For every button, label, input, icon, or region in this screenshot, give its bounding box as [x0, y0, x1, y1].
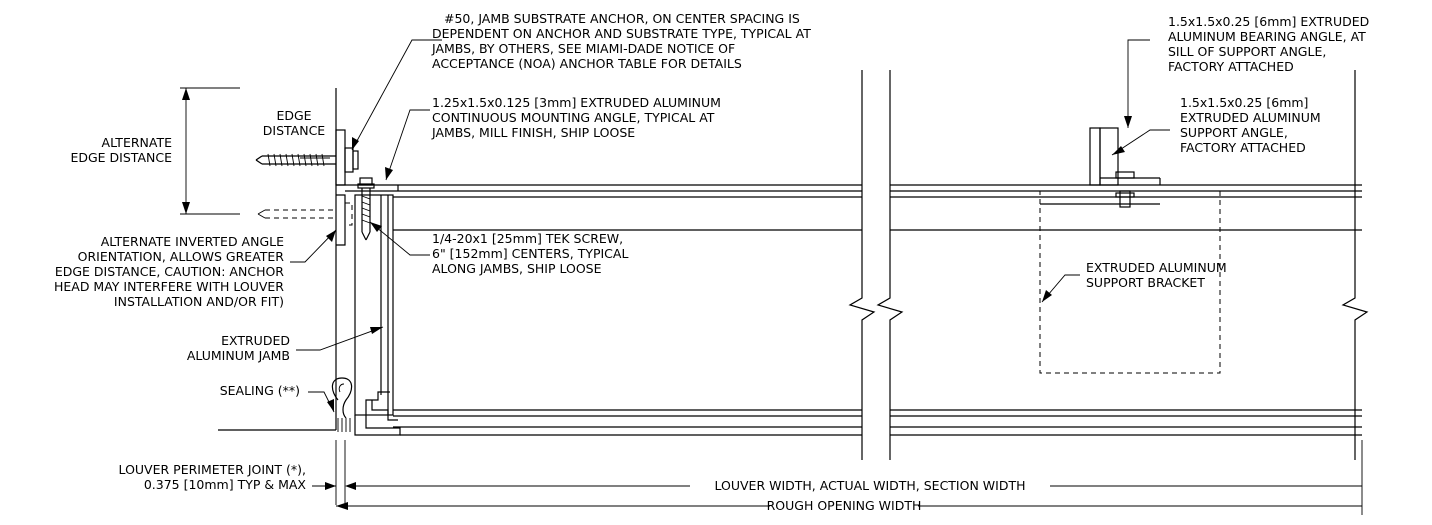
rough-opening-width-label: ROUGH OPENING WIDTH [767, 498, 922, 513]
bearing-angle-line-3: SILL OF SUPPORT ANGLE, [1168, 44, 1326, 59]
inverted-angle-line-4: HEAD MAY INTERFERE WITH LOUVER [54, 279, 284, 294]
width-dimensions [312, 440, 1363, 515]
alt-edge-distance-dimension [180, 87, 240, 215]
support-angle-line-4: FACTORY ATTACHED [1180, 140, 1306, 155]
support-bracket-outline [1039, 190, 1221, 374]
inverted-angle-line-1: ALTERNATE INVERTED ANGLE [101, 234, 284, 249]
mounting-angle-line-2: CONTINUOUS MOUNTING ANGLE, TYPICAL AT [432, 110, 715, 125]
alt-edge-distance-line-2: EDGE DISTANCE [70, 150, 172, 165]
mounting-angle-line-3: JAMBS, MILL FINISH, SHIP LOOSE [431, 125, 635, 140]
note-jamb: EXTRUDED ALUMINUM JAMB [187, 333, 290, 363]
note-tek-screw: 1/4-20x1 [25mm] TEK SCREW, 6" [152mm] CE… [432, 231, 628, 276]
aluminum-jamb [331, 194, 401, 436]
note-inverted-angle: ALTERNATE INVERTED ANGLE ORIENTATION, AL… [54, 234, 284, 309]
support-angle-line-3: SUPPORT ANGLE, [1180, 125, 1288, 140]
perimeter-joint-line-1: LOUVER PERIMETER JOINT (*), [119, 462, 306, 477]
tek-screw-line-3: ALONG JAMBS, SHIP LOOSE [432, 261, 602, 276]
anchor-note-line-4: ACCEPTANCE (NOA) ANCHOR TABLE FOR DETAIL… [432, 56, 742, 71]
tek-screw-line-2: 6" [152mm] CENTERS, TYPICAL [432, 246, 628, 261]
bearing-angle-line-2: ALUMINUM BEARING ANGLE, AT [1168, 29, 1366, 44]
support-angle-line-2: EXTRUDED ALUMINUM [1180, 110, 1321, 125]
tek-screw-line-1: 1/4-20x1 [25mm] TEK SCREW, [432, 231, 623, 246]
note-anchor: #50, JAMB SUBSTRATE ANCHOR, ON CENTER SP… [431, 11, 811, 71]
note-perimeter-joint: LOUVER PERIMETER JOINT (*), 0.375 [10mm]… [119, 462, 307, 492]
anchor-note-line-3: JAMBS, BY OTHERS, SEE MIAMI-DADE NOTICE … [431, 41, 735, 56]
inverted-angle-line-5: INSTALLATION AND/OR FIT) [114, 294, 284, 309]
note-edge-distance: EDGE DISTANCE [263, 108, 326, 138]
note-alt-edge-distance: ALTERNATE EDGE DISTANCE [70, 135, 172, 165]
jamb-line-1: EXTRUDED [221, 333, 290, 348]
note-bearing-angle: 1.5x1.5x0.25 [6mm] EXTRUDED ALUMINUM BEA… [1168, 14, 1369, 74]
alt-edge-distance-line-1: ALTERNATE [102, 135, 173, 150]
louver-width-dimension-label: LOUVER WIDTH, ACTUAL WIDTH, SECTION WIDT… [714, 478, 1025, 493]
jamb-line-2: ALUMINUM JAMB [187, 348, 290, 363]
inverted-angle-line-2: ORIENTATION, ALLOWS GREATER [78, 249, 285, 264]
inverted-angle-line-3: EDGE DISTANCE, CAUTION: ANCHOR [55, 264, 284, 279]
substrate-anchor [255, 147, 359, 173]
support-angle-line-1: 1.5x1.5x0.25 [6mm] [1180, 95, 1308, 110]
sealing-note: SEALING (**) [220, 383, 300, 398]
bearing-angle-line-1: 1.5x1.5x0.25 [6mm] EXTRUDED [1168, 14, 1369, 29]
note-support-bracket: EXTRUDED ALUMINUM SUPPORT BRACKET [1086, 260, 1227, 290]
note-mounting-angle: 1.25x1.5x0.125 [3mm] EXTRUDED ALUMINUM C… [431, 95, 721, 140]
support-bracket-line-2: SUPPORT BRACKET [1086, 275, 1205, 290]
mounting-angle-line-1: 1.25x1.5x0.125 [3mm] EXTRUDED ALUMINUM [432, 95, 721, 110]
support-angle [1040, 127, 1161, 208]
leader-lines [290, 39, 1170, 413]
anchor-note-line-2: DEPENDENT ON ANCHOR AND SUBSTRATE TYPE, … [432, 26, 811, 41]
note-support-angle: 1.5x1.5x0.25 [6mm] EXTRUDED ALUMINUM SUP… [1180, 95, 1321, 155]
louver-frame-lines [393, 184, 1362, 436]
support-bracket-line-1: EXTRUDED ALUMINUM [1086, 260, 1227, 275]
anchor-note-line-1: #50, JAMB SUBSTRATE ANCHOR, ON CENTER SP… [444, 11, 800, 26]
perimeter-joint-line-2: 0.375 [10mm] TYP & MAX [144, 477, 307, 492]
edge-distance-line-1: EDGE [276, 108, 311, 123]
edge-distance-line-2: DISTANCE [263, 123, 326, 138]
tek-screw [357, 177, 375, 241]
bearing-angle-line-4: FACTORY ATTACHED [1168, 59, 1294, 74]
break-lines [848, 70, 1369, 460]
alternate-anchor-dashed [257, 202, 353, 226]
